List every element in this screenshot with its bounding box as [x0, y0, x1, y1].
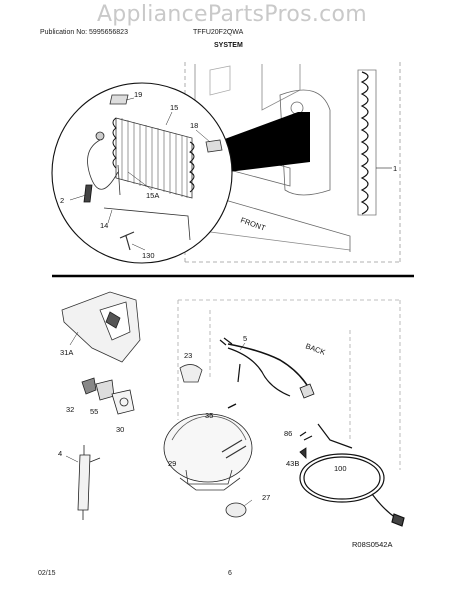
part-32-clip: [81, 377, 97, 395]
callout-35: 35: [205, 411, 213, 420]
callout-2: 2: [60, 196, 64, 205]
footer-page-number: 6: [228, 570, 232, 577]
callout-55: 55: [90, 407, 98, 416]
callout-18: 18: [190, 121, 198, 130]
part-30-relay: [111, 389, 135, 415]
compressor: [163, 413, 253, 491]
callout-86: 86: [284, 429, 292, 438]
callout-14: 14: [100, 221, 108, 230]
diagram-reference-code: R08S0542A: [352, 540, 392, 549]
watermark-logo: AppliancePartsPros.com: [96, 2, 368, 27]
model-number: TFFU20F2QWA: [193, 29, 244, 36]
callout-19: 19: [134, 90, 142, 99]
callout-29: 29: [168, 459, 176, 468]
callout-43b: 43B: [286, 459, 299, 468]
callout-100: 100: [334, 464, 347, 473]
callout-31a: 31A: [60, 348, 73, 357]
callout-15a: 15A: [146, 191, 159, 200]
condenser-coil: [357, 69, 377, 216]
part-27-grommet: [225, 502, 247, 518]
part-43b-clip: [299, 447, 307, 459]
front-label: FRONT: [239, 215, 267, 232]
air-duct-shape: [222, 112, 310, 172]
back-cabinet-outline: [177, 299, 401, 470]
callout-15: 15: [170, 103, 178, 112]
part-86-screw: [299, 431, 313, 441]
callout-32: 32: [66, 405, 74, 414]
part-130-screw: [119, 231, 135, 251]
callout-27: 27: [262, 493, 270, 502]
back-label: BACK: [304, 341, 326, 356]
part-23-cover: [179, 364, 203, 383]
callout-1: 1: [393, 164, 397, 173]
evaporator-coil: [112, 117, 195, 199]
thermostat-bulb: [95, 131, 105, 141]
footer-date: 02/15: [38, 570, 56, 577]
callout-23: 23: [184, 351, 192, 360]
callout-130: 130: [142, 251, 155, 260]
part-2-clip: [83, 184, 93, 203]
drain-pan: [61, 291, 141, 363]
publication-number: Publication No: 5995656823: [40, 29, 128, 36]
callout-5: 5: [243, 334, 247, 343]
filter-drier: [77, 445, 101, 520]
callout-4: 4: [58, 449, 62, 458]
power-cord: [299, 423, 405, 527]
wiring-harness: [219, 337, 315, 399]
part-55-overload: [95, 379, 115, 401]
section-title: SYSTEM: [214, 42, 243, 49]
part-18-pad: [205, 139, 223, 153]
part-19-pad: [109, 94, 129, 105]
callout-30: 30: [116, 425, 124, 434]
